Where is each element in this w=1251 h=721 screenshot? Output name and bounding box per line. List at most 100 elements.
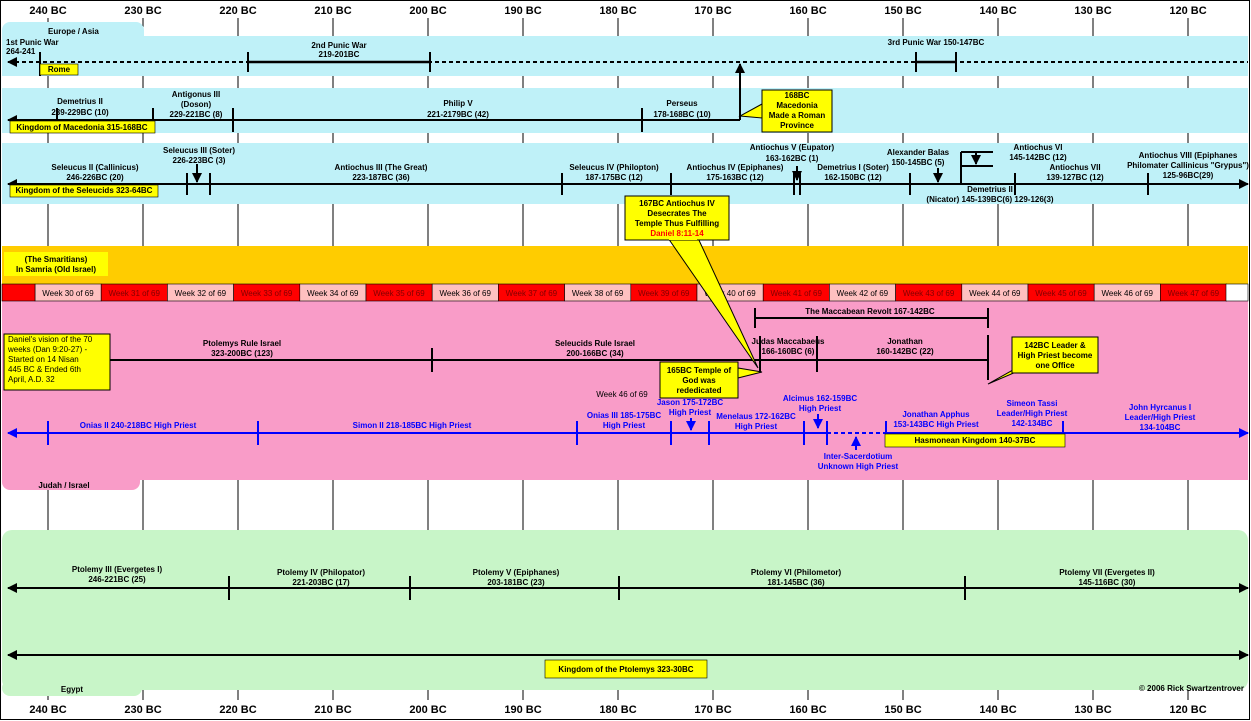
callout-165-line-2: God was xyxy=(682,376,716,385)
tick-label-bottom: 120 BC xyxy=(1169,704,1206,716)
antiochus-viii-name: Antiochus VIII (Epiphanes xyxy=(1139,151,1238,160)
ptolemy-vi-name: Ptolemy VI (Philometor) xyxy=(751,568,842,577)
tick-box xyxy=(594,1,642,17)
ptolemy-vii-name: Ptolemy VII (Evergetes II) xyxy=(1059,568,1155,577)
alexander-balas-name: Alexander Balas xyxy=(887,148,950,157)
week-label: Week 46 of 69 xyxy=(1101,289,1153,298)
demetrius-ii-seleucid-name: Demetrius II xyxy=(967,185,1013,194)
daniel-note-line-2: weeks (Dan 9:20-27) - xyxy=(7,345,87,354)
week-46-note: Week 46 of 69 xyxy=(596,390,648,399)
tick-label-top: 170 BC xyxy=(694,5,731,17)
simeon-tassi-role: Leader/High Priest xyxy=(997,409,1068,418)
judah-label: Judah / Israel xyxy=(38,481,89,490)
intersacerdotium-name: Inter-Sacerdotium xyxy=(824,452,892,461)
john-hyrcanus-role: Leader/High Priest xyxy=(1125,413,1196,422)
tick-label-bottom: 180 BC xyxy=(599,704,636,716)
antiochus-vii-dates: 139-127BC (12) xyxy=(1046,173,1104,182)
tick-box xyxy=(689,1,737,17)
tick-label-bottom: 130 BC xyxy=(1074,704,1111,716)
judas-maccabaeus-name: Judas Maccabaeus xyxy=(752,337,825,346)
seleucids-rule-dates: 200-166BC (34) xyxy=(566,349,624,358)
tick-box xyxy=(1069,700,1117,716)
tick-label-bottom: 160 BC xyxy=(789,704,826,716)
callout-168-line-4: Province xyxy=(780,121,814,130)
john-hyrcanus-dates: 134-104BC xyxy=(1140,423,1181,432)
daniel-note-line-3: Started on 14 Nisan xyxy=(8,355,79,364)
punic-war-1-dates: 264-241 xyxy=(6,47,36,56)
macedonia-band xyxy=(2,88,1248,133)
callout-142-line-3: one Office xyxy=(1035,361,1075,370)
week-label: Week 36 of 69 xyxy=(439,289,491,298)
tick-box xyxy=(309,1,357,17)
tick-label-top: 240 BC xyxy=(29,5,66,17)
tick-label-top: 120 BC xyxy=(1169,5,1206,17)
tick-box xyxy=(24,1,72,17)
simeon-tassi-name: Simeon Tassi xyxy=(1007,399,1058,408)
alexander-balas-dates: 150-145BC (5) xyxy=(892,158,945,167)
punic-war-2-dates: 219-201BC xyxy=(319,50,360,59)
ptolemy-iii-dates: 246-221BC (25) xyxy=(88,575,146,584)
tick-box xyxy=(214,700,262,716)
tick-box xyxy=(24,700,72,716)
egypt-label: Egypt xyxy=(61,685,84,694)
tick-box xyxy=(1164,1,1212,17)
week-label: Week 44 of 69 xyxy=(969,289,1021,298)
callout-167bc xyxy=(624,195,759,369)
jonathan-apphus-role: 153-143BC High Priest xyxy=(893,420,979,429)
antiochus-iv-name: Antiochus IV (Epiphanes) xyxy=(687,163,784,172)
tick-label-bottom: 220 BC xyxy=(219,704,256,716)
callout-165-line-1: 165BC Temple of xyxy=(667,366,732,375)
callout-165-line-3: rededicated xyxy=(677,386,722,395)
jonathan-apphus-name: Jonathan Apphus xyxy=(902,410,970,419)
daniel-note-line-5: April, A.D. 32 xyxy=(8,375,55,384)
seleucid-label: Kingdom of the Seleucids 323-64BC xyxy=(16,186,153,195)
tick-label-bottom: 170 BC xyxy=(694,704,731,716)
seleucus-ii-dates: 246-226BC (20) xyxy=(66,173,124,182)
tick-label-top: 160 BC xyxy=(789,5,826,17)
tick-box xyxy=(499,700,547,716)
tick-label-bottom: 190 BC xyxy=(504,704,541,716)
tick-box xyxy=(974,700,1022,716)
copyright-text: © 2006 Rick Swartzentrover xyxy=(1139,684,1244,693)
tick-box xyxy=(594,700,642,716)
samaritans-box xyxy=(4,252,108,276)
antiochus-v-dates: 163-162BC (1) xyxy=(766,154,819,163)
week-label: Week 47 of 69 xyxy=(1168,289,1220,298)
tick-label-top: 140 BC xyxy=(979,5,1016,17)
perseus-dates: 178-168BC (10) xyxy=(653,110,711,119)
john-hyrcanus-name: John Hyrcanus I xyxy=(1129,403,1191,412)
judah-band xyxy=(2,300,1248,480)
tick-box xyxy=(119,1,167,17)
callout-167-line-4: Daniel 8:11-14 xyxy=(650,229,704,238)
tick-box xyxy=(879,700,927,716)
philip-v-dates: 221-2179BC (42) xyxy=(427,110,489,119)
seleucid-label-box xyxy=(9,184,159,198)
week-label: Week 31 of 69 xyxy=(108,289,160,298)
antiochus-viii-epithet: Philomater Callinicus "Grypus") xyxy=(1127,161,1249,170)
callout-142-line-2: High Priest become xyxy=(1018,351,1093,360)
samaritans-line-1: (The Smaritians) xyxy=(25,255,88,264)
tick-box xyxy=(1069,1,1117,17)
antiochus-iv-dates: 175-163BC (12) xyxy=(706,173,764,182)
hasmonean-label: Hasmonean Kingdom 140-37BC xyxy=(915,436,1036,445)
samaritans-band xyxy=(2,246,1248,284)
punic-war-2-name: 2nd Punic War xyxy=(311,41,366,50)
week-label: Week 39 of 69 xyxy=(638,289,690,298)
maccabean-revolt-label: The Maccabean Revolt 167-142BC xyxy=(805,307,935,316)
seleucids-rule-name: Seleucids Rule Israel xyxy=(555,339,635,348)
ptolemy-iv-dates: 221-203BC (17) xyxy=(292,578,350,587)
jason-name: Jason 175-172BC xyxy=(657,398,723,407)
week-label: Week 38 of 69 xyxy=(572,289,624,298)
tick-label-bottom: 210 BC xyxy=(314,704,351,716)
alcimus-name: Alcimus 162-159BC xyxy=(783,394,857,403)
callout-168bc xyxy=(738,89,833,133)
tick-label-top: 130 BC xyxy=(1074,5,1111,17)
demetrius-i-name: Demetrius I (Soter) xyxy=(817,163,889,172)
antigonus-iii-name: Antigonus III xyxy=(172,90,220,99)
antiochus-iii-dates: 223-187BC (36) xyxy=(352,173,410,182)
tick-label-top: 210 BC xyxy=(314,5,351,17)
rome-label: Rome xyxy=(48,65,71,74)
week-label: Week 35 of 69 xyxy=(373,289,425,298)
week-cell xyxy=(1,283,36,302)
